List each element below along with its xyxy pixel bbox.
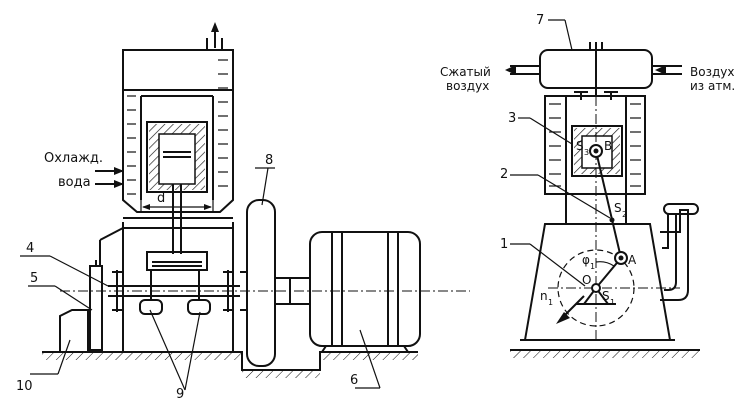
label-point-b: B <box>604 139 612 153</box>
label-compressed-line2: воздух <box>446 79 489 93</box>
valve-manifold <box>505 42 682 100</box>
label-s3-sub: 3 <box>584 148 589 157</box>
label-s1: S <box>602 289 610 303</box>
left-leaders <box>20 167 381 391</box>
label-part-6: 6 <box>350 373 358 388</box>
right-compressor-drawing: Сжатый воздух Воздух из атм. 7 3 2 1 B A… <box>440 13 735 358</box>
label-n1-sub: 1 <box>548 298 553 307</box>
label-phi: φ <box>582 253 590 267</box>
label-part-7: 7 <box>536 13 544 28</box>
left-ground <box>42 351 418 378</box>
right-frame <box>520 203 699 341</box>
electric-motor <box>289 231 421 353</box>
label-intake-line2: из атм. <box>690 79 735 93</box>
label-s1-sub: 1 <box>610 298 615 307</box>
label-point-o: O <box>582 273 591 287</box>
label-part-2: 2 <box>500 167 508 182</box>
label-intake-line1: Воздух <box>690 65 734 79</box>
label-part-10: 10 <box>16 379 33 394</box>
label-phi-sub: 1 <box>590 262 595 271</box>
label-point-a: A <box>628 253 637 267</box>
right-cylinder <box>544 95 646 224</box>
label-compressed-line1: Сжатый <box>440 65 491 79</box>
crankcase <box>60 217 470 352</box>
label-part-9: 9 <box>176 387 184 402</box>
left-piston <box>146 121 208 254</box>
label-dimension-d: d <box>157 191 165 206</box>
label-s3: S <box>576 139 584 153</box>
cylinder-head <box>122 22 234 91</box>
label-coolant-line1: Охлажд. <box>44 151 103 166</box>
flywheel <box>240 199 290 367</box>
label-s2-sub: 2 <box>622 210 627 219</box>
label-s2: S <box>614 201 622 215</box>
label-part-4: 4 <box>26 241 34 256</box>
label-part-5: 5 <box>30 271 38 286</box>
cooling-jacket <box>95 50 234 213</box>
crank-mechanism <box>548 96 680 340</box>
left-compressor-drawing: Охлажд. вода d 4 5 8 10 9 6 <box>16 22 470 402</box>
label-part-8: 8 <box>265 153 273 168</box>
right-leaders <box>510 19 611 287</box>
dimension-d <box>140 200 214 212</box>
right-ground <box>510 349 700 358</box>
label-part-3: 3 <box>508 111 516 126</box>
pulley-and-base <box>59 227 124 352</box>
label-coolant-line2: вода <box>58 175 91 190</box>
label-n1: n <box>540 289 548 303</box>
label-part-1: 1 <box>500 237 508 252</box>
